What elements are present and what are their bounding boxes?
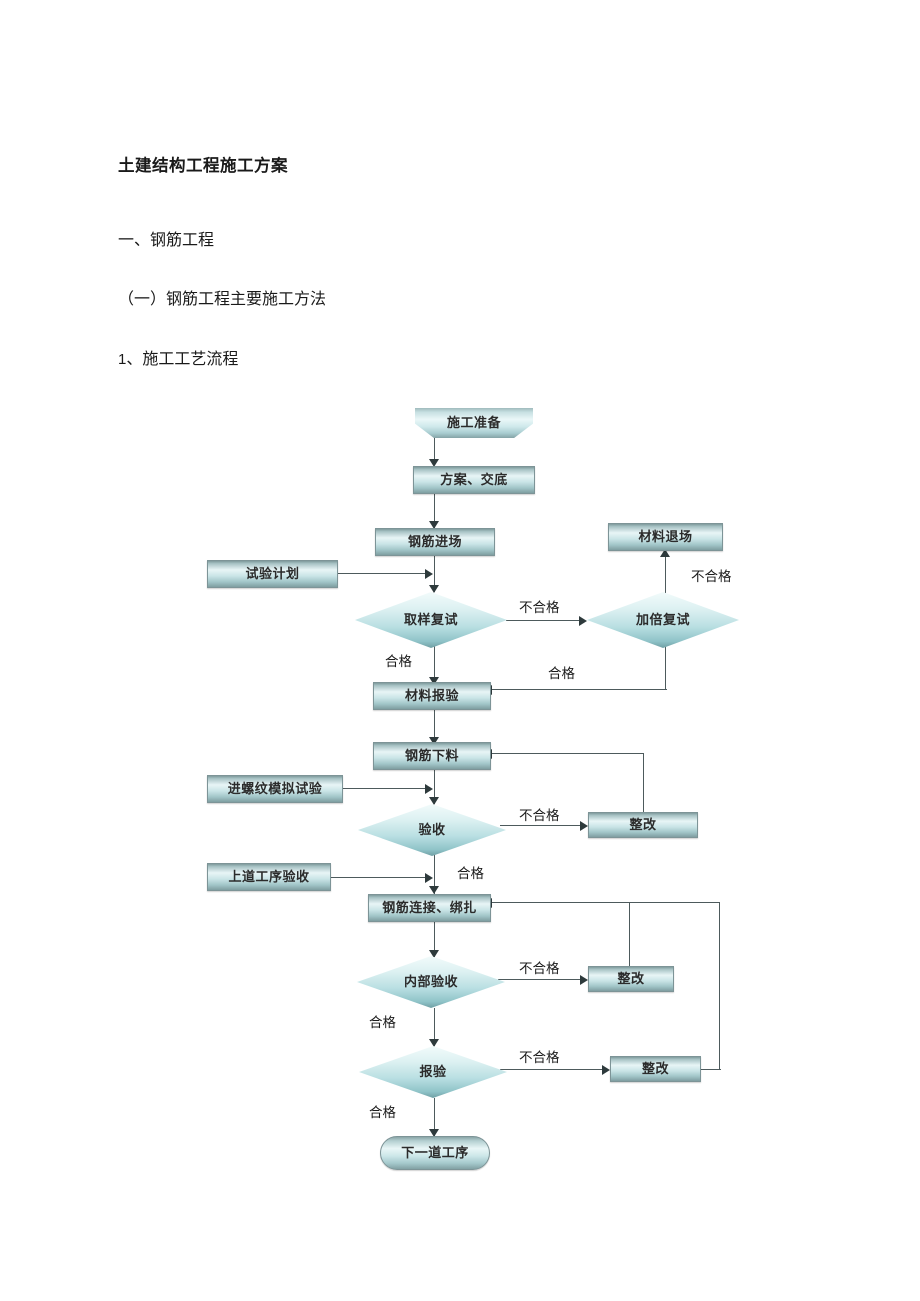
node-next-process[interactable]: 下一道工序 [380,1136,490,1170]
section-heading-3: 1、施工工艺流程 [118,345,238,369]
node-rebar-connect-tie[interactable]: 钢筋连接、绑扎 [368,894,491,922]
connector-double-down [665,644,667,690]
node-label: 加倍复试 [635,612,690,628]
node-test-plan[interactable]: 试验计划 [207,560,338,588]
edge-label-pass-sampling: 合格 [385,654,412,669]
connector-rectify3-up [719,902,721,1070]
arrowhead-acceptance-to-rectify1 [580,821,588,831]
connector-prep-to-plan [434,437,436,465]
node-label: 钢筋连接、绑扎 [382,900,477,916]
node-acceptance[interactable]: 验收 [358,804,506,856]
node-material-report[interactable]: 材料报验 [373,682,491,710]
page-title: 土建结构工程施工方案 [118,157,288,175]
node-rebar-cutting[interactable]: 钢筋下料 [373,742,491,770]
edge-label-pass-inspection: 合格 [369,1105,396,1120]
arrowhead-internal-to-rectify2 [580,975,588,985]
section-heading-1: 一、钢筋工程 [118,232,215,249]
arrowhead-plan-to-arrival [429,521,439,529]
connector-prevproc-to-spine [330,877,430,879]
arrowhead-cutting-to-acceptance [429,797,439,805]
node-label: 整改 [629,817,657,833]
arrowhead-inspection-to-rectify3 [602,1065,610,1075]
section-heading-3-number: 1 [118,351,127,368]
connector-feedback-bus-to-connect [491,902,720,904]
node-label: 整改 [641,1061,669,1077]
node-thread-mock-test[interactable]: 进螺纹模拟试验 [207,775,343,803]
connector-double-to-return [665,552,667,596]
node-label: 材料退场 [638,529,693,545]
node-label: 钢筋进场 [407,534,462,550]
arrowhead-arrival-to-sampling [429,585,439,593]
arrowhead-internal-to-inspection [429,1039,439,1047]
node-label: 方案、交底 [440,472,508,488]
connector-report-to-cutting [434,710,436,744]
connector-rectify1-to-cutting [491,753,644,755]
arrowhead-report-to-cutting [429,737,439,745]
section-heading-3-label: 、施工工艺流程 [126,351,239,368]
node-label: 整改 [617,971,645,987]
arrowhead-acceptance-to-connect [429,886,439,894]
arrowhead-double-to-return [660,549,670,557]
node-label: 验收 [418,822,446,838]
node-rectify-1[interactable]: 整改 [588,812,698,838]
node-label: 报验 [419,1064,447,1080]
arrowhead-sampling-to-double [579,616,587,626]
arrowhead-connect-to-internal [429,950,439,958]
connector-internal-to-rectify2 [498,979,583,981]
connector-inspection-to-next [434,1098,436,1136]
edge-label-pass-acceptance: 合格 [457,866,484,881]
connector-inspection-to-rectify3 [500,1069,605,1071]
node-label: 进螺纹模拟试验 [227,781,323,797]
arrowhead-prep-to-plan [429,459,439,467]
node-label: 上道工序验收 [228,869,310,885]
node-label: 钢筋下料 [404,748,459,764]
node-previous-process-acceptance[interactable]: 上道工序验收 [207,863,331,891]
node-internal-acceptance[interactable]: 内部验收 [357,956,505,1008]
connector-rectify2-up [629,902,631,966]
arrowhead-inspection-to-next [429,1129,439,1137]
node-rectify-3[interactable]: 整改 [610,1056,701,1082]
edge-label-pass-internal: 合格 [369,1015,396,1030]
connector-cutting-to-acceptance [434,770,436,804]
connector-thread-to-spine [343,788,430,790]
node-sampling-retest[interactable]: 取样复试 [355,592,507,648]
connector-sampling-to-double [506,620,584,622]
connector-acceptance-to-rectify1 [500,825,583,827]
edge-label-fail-internal: 不合格 [519,961,560,976]
node-label: 材料报验 [404,688,459,704]
connector-testplan-to-spine [338,573,430,575]
arrowhead-sampling-to-report [429,677,439,685]
node-rebar-arrival[interactable]: 钢筋进场 [375,528,495,556]
node-label: 施工准备 [446,415,501,431]
edge-label-pass-double: 合格 [548,666,575,681]
node-inspection-report[interactable]: 报验 [359,1046,507,1098]
edge-label-fail-sampling: 不合格 [519,600,560,615]
connector-plan-to-arrival [434,494,436,528]
arrowhead-prevproc-to-spine [425,873,433,883]
node-label: 内部验收 [403,974,458,990]
section-heading-2: （一）钢筋工程主要施工方法 [118,291,327,308]
edge-label-fail-acceptance: 不合格 [519,808,560,823]
arrowhead-thread-to-spine [425,784,433,794]
connector-sampling-to-report [434,646,436,684]
node-label: 取样复试 [403,612,458,628]
node-construction-preparation[interactable]: 施工准备 [415,408,533,438]
connector-rectify1-up [643,753,645,812]
node-label: 下一道工序 [401,1145,469,1161]
connector-connect-to-internal [434,921,436,957]
node-double-retest[interactable]: 加倍复试 [587,592,739,648]
connector-double-to-report [491,689,667,691]
node-material-return[interactable]: 材料退场 [608,523,723,551]
connector-acceptance-to-connect [434,855,436,895]
edge-label-fail-inspection: 不合格 [519,1050,560,1065]
node-label: 试验计划 [245,566,300,582]
connector-internal-to-inspection [434,1008,436,1046]
node-rectify-2[interactable]: 整改 [588,966,674,992]
connector-arrival-to-sampling [434,556,436,592]
node-plan-disclosure[interactable]: 方案、交底 [413,466,535,494]
edge-label-fail-double: 不合格 [691,569,732,584]
arrowhead-testplan-to-spine [425,569,433,579]
